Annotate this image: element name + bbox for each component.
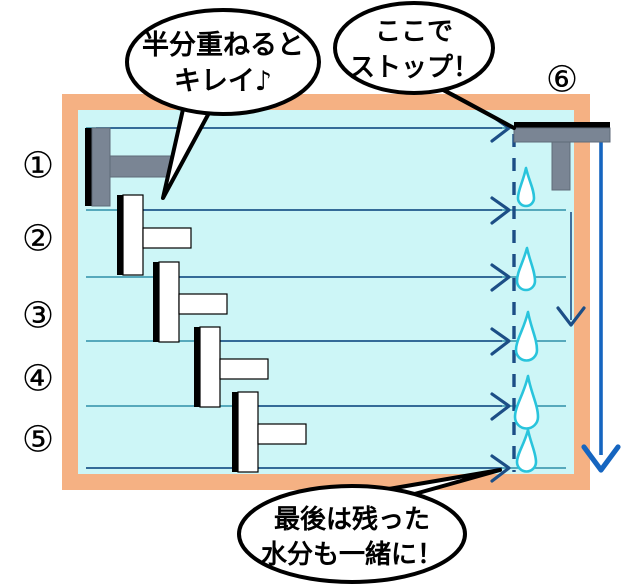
squeegee-4-body <box>199 326 221 408</box>
squeegee-6 <box>513 122 611 191</box>
squeegee-2 <box>117 194 192 276</box>
callout-stop-here-line-2: ストップ！ <box>349 53 479 83</box>
step-3-label: ③ <box>22 296 54 337</box>
callout-final-water-bubble <box>237 484 467 584</box>
droplet-5 <box>515 428 538 473</box>
squeegee-4 <box>194 326 269 408</box>
wipe-arrow-4 <box>207 327 511 356</box>
wipe-arrows <box>86 114 511 483</box>
callout-final-water-line-2: 水分も一緒に！ <box>261 539 443 570</box>
squeegee-3-handle <box>178 293 228 315</box>
thick-down-arrow <box>581 133 621 473</box>
callout-stop-here: ここで ストップ！ <box>333 1 516 130</box>
callout-half-overlap-line-2: キレイ♪ <box>174 66 272 97</box>
squeegee-1-handle <box>109 155 177 178</box>
squeegee-3-blade <box>153 262 159 342</box>
callout-stop-here-bubble <box>333 1 495 95</box>
water-droplets <box>513 166 540 473</box>
droplet-2 <box>515 246 537 292</box>
step-6-label: ⑥ <box>546 60 578 101</box>
squeegee-5-body <box>237 391 259 473</box>
squeegee-2-body <box>122 194 144 276</box>
squeegee-2-blade <box>117 195 123 275</box>
squeegee-1-blade <box>85 128 92 206</box>
squeegee-4-handle <box>219 358 269 380</box>
callout-final-water-line-1: 最後は残った <box>274 504 430 535</box>
droplet-3 <box>514 310 539 362</box>
wipe-arrow-6 <box>86 454 511 483</box>
callout-stop-here-line-1: ここで <box>375 17 453 47</box>
step-2-label: ② <box>22 219 54 260</box>
squeegee-5 <box>232 391 307 473</box>
squeegee-6-blade <box>514 122 610 128</box>
callout-half-overlap: 半分重ねると キレイ♪ <box>125 8 321 200</box>
squeegee-5-handle <box>257 423 307 445</box>
wipe-arrow-2 <box>130 196 511 225</box>
squeegee-3-body <box>158 261 180 343</box>
droplet-4 <box>513 374 540 430</box>
squeegee-1-body <box>91 127 111 207</box>
step-5-label: ⑤ <box>22 420 54 461</box>
squeegee-2-handle <box>142 227 192 249</box>
squeegee-4-blade <box>194 327 200 407</box>
step-number-labels: ① ② ③ ④ ⑤ ⑥ <box>22 60 578 461</box>
callout-half-overlap-line-1: 半分重ねると <box>142 30 304 61</box>
wipe-arrow-5 <box>245 392 511 421</box>
squeegee-5-blade <box>232 392 238 472</box>
squeegee-6-handle <box>551 141 571 191</box>
callout-final-water: 最後は残った 水分も一緒に！ <box>237 468 502 584</box>
wipe-arrow-3 <box>166 263 511 292</box>
thin-down-arrow <box>556 212 586 327</box>
step-4-label: ④ <box>22 359 54 400</box>
squeegee-3 <box>153 261 228 343</box>
callout-half-overlap-bubble <box>125 8 321 116</box>
droplet-1 <box>516 166 536 208</box>
squeegee-6-body <box>513 127 611 143</box>
step-1-label: ① <box>22 146 54 187</box>
squeegee-1 <box>85 127 177 207</box>
